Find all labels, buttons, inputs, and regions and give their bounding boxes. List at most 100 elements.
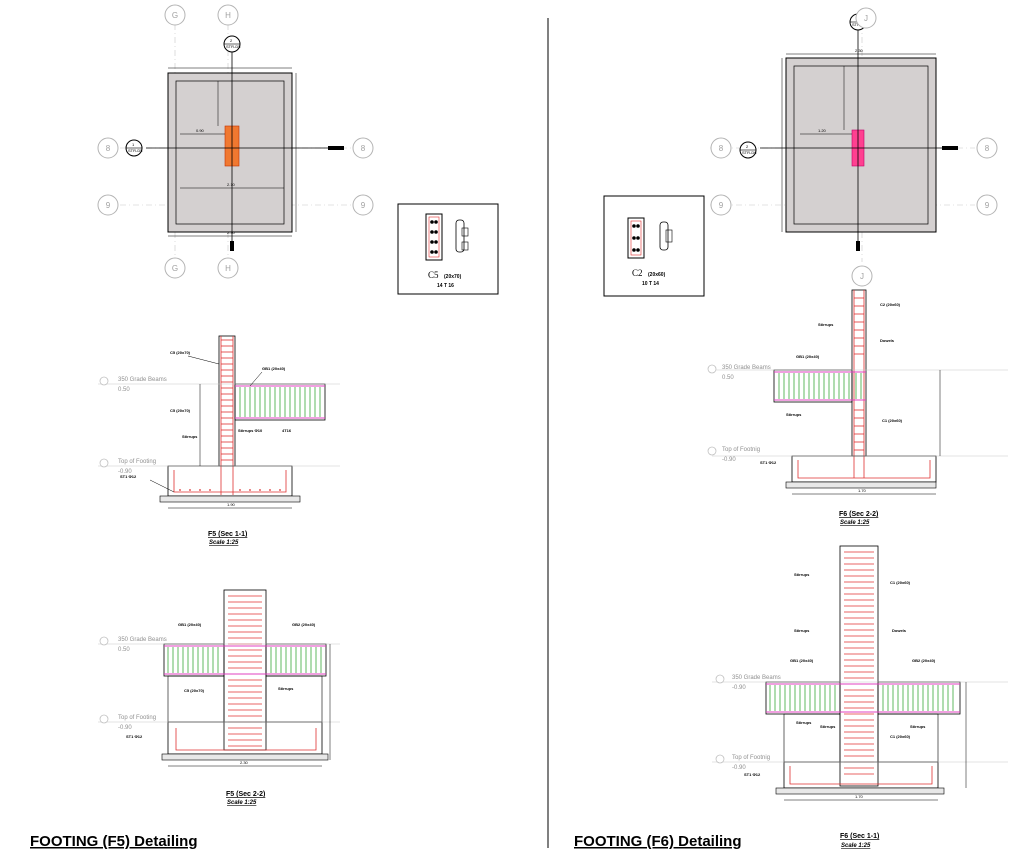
svg-text:8: 8 [106, 144, 111, 153]
svg-text:1.70: 1.70 [858, 488, 867, 493]
svg-text:Stirrups: Stirrups [182, 434, 198, 439]
f6-s22-scale: Scale 1:25 [840, 520, 870, 526]
f5-section-marker-right [328, 146, 344, 150]
svg-text:Dowels: Dowels [892, 628, 907, 633]
c5-section-detail: C5 (20x70) 14 T 16 [397, 203, 499, 295]
f6-s11-scale: Scale 1:25 [841, 843, 871, 849]
f6-sheet-title: FOOTING (F6) Detailing [574, 833, 742, 850]
f5-s22-grade-beam-label: 350 Grade Beams [118, 637, 167, 643]
f5-s11-beam-stirrups [239, 387, 321, 417]
f6-section-1-1: 350 Grade Beams -0.90 Top of Footnig -0.… [712, 545, 1008, 801]
svg-text:J: J [860, 272, 864, 281]
f5-s22-grade-beam-value: 0.50 [118, 647, 130, 653]
svg-text:C1 (20x60): C1 (20x60) [890, 734, 911, 739]
svg-text:2: 2 [746, 144, 749, 149]
f6-s11-footing-label: Top of Footnig [732, 755, 770, 761]
f5-sheet-title: FOOTING (F5) Detailing [30, 833, 198, 850]
svg-text:ST1 Φ12: ST1 Φ12 [120, 474, 137, 479]
svg-text:J: J [864, 14, 868, 23]
f5-dim-offset: 0.90 [196, 128, 205, 133]
f6-s11-column-stirrups [844, 551, 874, 775]
f5-dim-width: 2.30 [227, 230, 236, 235]
c2-section-detail: C2 (20x60) 10 T 14 [603, 195, 705, 297]
svg-text:Stirrups: Stirrups [786, 412, 802, 417]
f5-section-marker-bottom [230, 241, 234, 251]
svg-text:STR-D6: STR-D6 [742, 150, 757, 155]
svg-text:Stirrups: Stirrups [910, 724, 926, 729]
f6-plan: 2.30 1.20 1 STR-D6 2 STR-D6 J J 8 8 9 9 [710, 7, 998, 287]
c2-bars: 10 T 14 [642, 281, 659, 287]
svg-text:9: 9 [719, 201, 724, 210]
svg-text:C5 (20x70): C5 (20x70) [184, 688, 205, 693]
f6-s11-footing-value: -0.90 [732, 765, 746, 771]
grid-bubble-8-left [97, 137, 119, 159]
f6-s22-beam-stirrups [778, 373, 862, 399]
f5-s22-caption: F5 (Sec 2-2) [226, 791, 265, 798]
svg-text:ST1 Φ12: ST1 Φ12 [760, 460, 777, 465]
svg-text:8: 8 [361, 144, 366, 153]
svg-text:Stirrups: Stirrups [796, 720, 812, 725]
f6-s22-caption: F6 (Sec 2-2) [839, 511, 878, 518]
svg-text:C5 (20x70): C5 (20x70) [170, 408, 191, 413]
c2-size: (20x60) [648, 272, 666, 278]
svg-text:Stirrups: Stirrups [794, 628, 810, 633]
svg-text:GB1 (20x40): GB1 (20x40) [790, 658, 814, 663]
grid-bubble-9-left [97, 194, 119, 216]
svg-text:C1 (20x60): C1 (20x60) [882, 418, 903, 423]
svg-text:8: 8 [719, 144, 724, 153]
c5-size: (20x70) [444, 274, 462, 280]
grid-bubble-9-right [352, 194, 374, 216]
f5-s11-footing-value: -0.90 [118, 469, 132, 475]
svg-text:STR-D5: STR-D5 [128, 148, 143, 153]
grid-bubble-h-top [217, 4, 239, 26]
svg-text:Stirrups: Stirrups [818, 322, 834, 327]
f5-s11-footing-label: Top of Footing [118, 459, 156, 465]
svg-text:Stirrups: Stirrups [794, 572, 810, 577]
f6-s22-column-stirrups [854, 297, 864, 451]
f5-s22-scale: Scale 1:25 [227, 800, 257, 806]
f5-s22-footing-value: -0.90 [118, 725, 132, 731]
f6-s22-footing-label: Top of Footnig [722, 447, 760, 453]
f6-s22-footing-value: -0.90 [722, 457, 736, 463]
c5-name: C5 [428, 270, 439, 280]
svg-text:2: 2 [230, 38, 233, 43]
svg-text:G: G [172, 264, 178, 273]
svg-text:Stirrups Φ10: Stirrups Φ10 [238, 428, 263, 433]
f5-s11-bottom-bars [179, 489, 281, 491]
svg-text:H: H [225, 11, 231, 20]
f6-s22-grade-beam-label: 350 Grade Beams [722, 365, 771, 371]
svg-text:Dowels: Dowels [880, 338, 895, 343]
f5-s22-footing-label: Top of Footing [118, 715, 156, 721]
svg-text:ST1 Φ12: ST1 Φ12 [744, 772, 761, 777]
f5-s11-scale: Scale 1:25 [209, 540, 239, 546]
f5-section-2-2: 350 Grade Beams 0.50 Top of Footing -0.9… [98, 589, 340, 767]
f5-s11-grade-beam-value: 0.50 [118, 387, 130, 393]
svg-text:1: 1 [132, 142, 135, 147]
c2-name: C2 [632, 268, 643, 278]
f5-plan: 2.30 0.90 2.10 2 STR-D5 1 STR-D5 G H G H… [97, 4, 374, 279]
f5-footing-inner [175, 80, 285, 225]
f5-s22-beam-stirrups [167, 647, 322, 673]
svg-text:1.70: 1.70 [855, 794, 864, 799]
svg-text:4T16: 4T16 [282, 428, 292, 433]
svg-text:GB2 (20x40): GB2 (20x40) [912, 658, 936, 663]
f5-section-1-1: 350 Grade Beams 0.50 Top of Footing -0.9… [98, 335, 340, 509]
f5-s11-column-stirrups [220, 336, 234, 495]
svg-text:GB1 (20x40): GB1 (20x40) [178, 622, 202, 627]
f6-s11-beam-stirrups [769, 685, 954, 711]
svg-text:1.90: 1.90 [227, 502, 236, 507]
grid-bubble-h-bottom [217, 257, 239, 279]
svg-text:C1 (20x60): C1 (20x60) [890, 580, 911, 585]
svg-text:GB1 (20x40): GB1 (20x40) [262, 366, 286, 371]
svg-text:G: G [172, 11, 178, 20]
svg-text:C5 (20x70): C5 (20x70) [170, 350, 191, 355]
svg-text:8: 8 [985, 144, 990, 153]
f6-s11-grade-beam-value: -0.90 [732, 685, 746, 691]
f6-s11-grade-beam-label: 350 Grade Beams [732, 675, 781, 681]
grid-bubble-g-top [164, 4, 186, 26]
svg-text:2.30: 2.30 [240, 760, 249, 765]
svg-text:9: 9 [985, 201, 990, 210]
f6-s22-grade-beam-value: 0.50 [722, 375, 734, 381]
svg-text:9: 9 [361, 201, 366, 210]
